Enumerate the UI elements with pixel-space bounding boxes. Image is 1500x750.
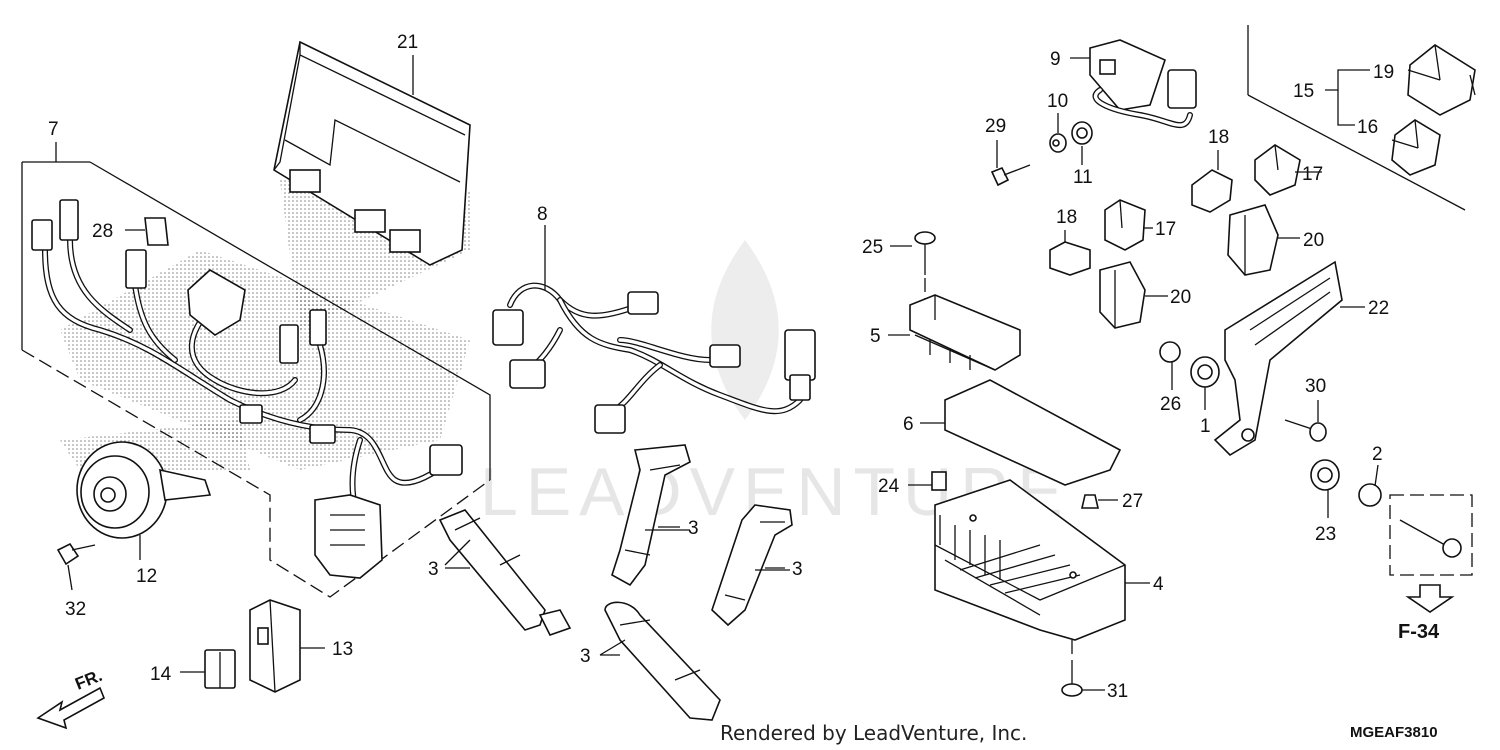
- watermark-flame-icon: [711, 240, 779, 420]
- callout-2: 2: [1372, 444, 1383, 465]
- callout-28: 28: [92, 221, 113, 242]
- callout-9: 9: [1050, 49, 1061, 70]
- callout-23: 23: [1315, 524, 1336, 545]
- callout-32: 32: [65, 599, 86, 620]
- connector-18a[interactable]: [1191, 150, 1233, 213]
- bolt-32[interactable]: [56, 542, 96, 591]
- callout-20a: 20: [1303, 230, 1324, 251]
- callout-13: 13: [332, 639, 353, 660]
- bolt-detail-box: [1389, 494, 1473, 576]
- plate-6[interactable]: [920, 379, 1122, 486]
- callout-12: 12: [136, 566, 157, 587]
- bolt-24[interactable]: [908, 471, 947, 491]
- harness-8[interactable]: [492, 225, 816, 434]
- regulator-5[interactable]: [888, 294, 1021, 371]
- callout-4: 4: [1153, 574, 1164, 595]
- grommet-23[interactable]: [1310, 459, 1340, 518]
- callout-25: 25: [862, 237, 883, 258]
- callout-18b: 18: [1056, 207, 1077, 228]
- callout-20b: 20: [1170, 287, 1191, 308]
- module-4[interactable]: [934, 479, 1150, 641]
- relay-17b[interactable]: [1104, 199, 1153, 251]
- relay-16[interactable]: [1391, 119, 1441, 176]
- connector-28[interactable]: [125, 217, 169, 246]
- callout-22: 22: [1368, 298, 1389, 319]
- callout-17a: 17: [1302, 164, 1323, 185]
- callout-3b: 3: [688, 518, 699, 539]
- connector-14[interactable]: [180, 649, 236, 689]
- callout-14: 14: [150, 664, 172, 685]
- callout-21: 21: [397, 32, 418, 53]
- ignition-coil-3a[interactable]: [438, 509, 572, 636]
- diagram-code: MGEAF3810: [1350, 724, 1438, 741]
- reference-arrow[interactable]: F-34: [1398, 584, 1455, 643]
- callout-30: 30: [1305, 376, 1326, 397]
- bolt-31[interactable]: [1061, 640, 1105, 697]
- ignition-coil-3c[interactable]: [711, 504, 793, 627]
- callout-15: 15: [1293, 81, 1314, 102]
- grommet-11[interactable]: [1071, 121, 1093, 165]
- clip-27[interactable]: [1080, 494, 1118, 509]
- horn-12[interactable]: [76, 441, 212, 560]
- callout-24: 24: [878, 476, 900, 497]
- ecu-21[interactable]: [273, 40, 471, 266]
- bolt-30[interactable]: [1284, 400, 1327, 442]
- callout-17b: 17: [1155, 219, 1176, 240]
- callout-26: 26: [1160, 394, 1181, 415]
- callout-3a: 3: [428, 559, 439, 580]
- callout-16: 16: [1357, 117, 1378, 138]
- callout-19: 19: [1373, 62, 1394, 83]
- footer-credit: Rendered by LeadVenture, Inc.: [720, 721, 1027, 745]
- callout-8: 8: [537, 204, 548, 225]
- connector-20a[interactable]: [1227, 204, 1300, 276]
- ignition-coil-3b[interactable]: [611, 444, 691, 587]
- connector-20b[interactable]: [1099, 261, 1168, 329]
- bolt-29[interactable]: [990, 140, 1031, 187]
- callout-3c: 3: [792, 559, 803, 580]
- screw-25[interactable]: [890, 231, 936, 300]
- relay-19[interactable]: [1407, 44, 1476, 116]
- harness-7[interactable]: [31, 199, 463, 579]
- sensor-9[interactable]: [1070, 39, 1197, 128]
- callout-27: 27: [1122, 491, 1143, 512]
- callout-31: 31: [1107, 681, 1128, 702]
- callout-5: 5: [870, 326, 881, 347]
- callout-10: 10: [1047, 91, 1068, 112]
- callout-3d: 3: [580, 646, 591, 667]
- relay-17a[interactable]: [1254, 144, 1322, 196]
- relay-13[interactable]: [249, 599, 325, 693]
- collar-2[interactable]: [1358, 464, 1382, 507]
- callout-7: 7: [48, 119, 59, 140]
- collar-26[interactable]: [1159, 341, 1181, 390]
- relay-group-15: [1247, 25, 1466, 211]
- callout-6: 6: [903, 414, 914, 435]
- front-direction-arrow: FR.: [36, 666, 106, 730]
- collar-10[interactable]: [1049, 113, 1067, 153]
- bracket-22[interactable]: [1213, 260, 1365, 457]
- ignition-coil-3d[interactable]: [599, 601, 721, 721]
- callout-11: 11: [1073, 167, 1093, 188]
- callout-18a: 18: [1208, 127, 1229, 148]
- callout-29: 29: [985, 116, 1006, 137]
- connector-18b[interactable]: [1049, 230, 1091, 276]
- callout-1: 1: [1200, 416, 1211, 437]
- reference-page-label[interactable]: F-34: [1398, 621, 1440, 643]
- grommet-1[interactable]: [1190, 356, 1220, 410]
